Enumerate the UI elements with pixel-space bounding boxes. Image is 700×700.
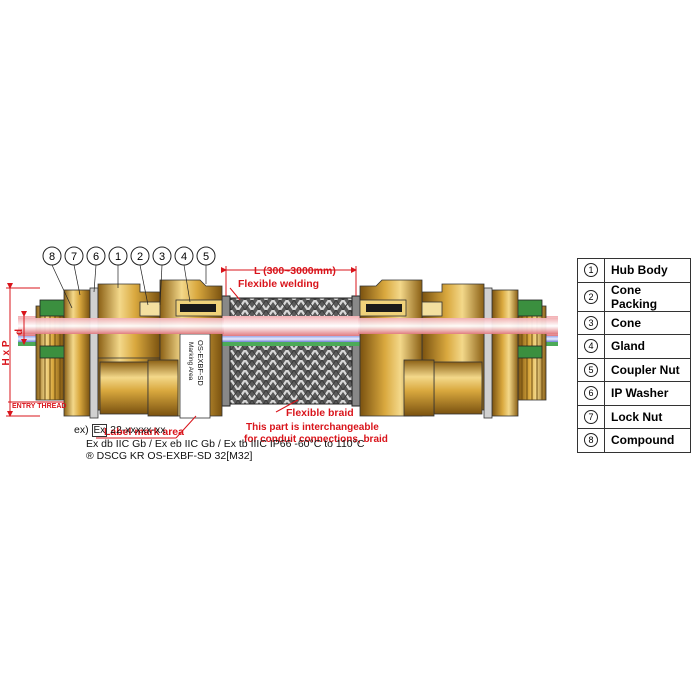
- legend-number: 4: [577, 334, 605, 359]
- svg-text:5: 5: [203, 251, 209, 263]
- braid-end-right: [351, 295, 361, 407]
- legend-number: 6: [577, 381, 605, 406]
- flexible-braid: [225, 297, 357, 405]
- callout-6: 6: [86, 246, 106, 293]
- legend-part-name: Hub Body: [604, 258, 691, 283]
- legend-number-circle: 8: [584, 433, 598, 448]
- legend-number: 3: [577, 310, 605, 335]
- lock-nut-left: [63, 289, 91, 417]
- legend-row: 5 Coupler Nut: [577, 357, 691, 382]
- interchangeable-line-1: This part is interchangeable: [246, 422, 379, 433]
- label-mark-area: Label mark area: [104, 426, 184, 438]
- legend-part-name: Coupler Nut: [604, 357, 691, 382]
- legend-number-circle: 4: [584, 339, 598, 354]
- legend-number: 5: [577, 357, 605, 382]
- callout-3: 3: [152, 246, 172, 306]
- cable-blue: [18, 336, 558, 342]
- legend-row: 8 Compound: [577, 428, 691, 453]
- legend-row: 4 Gland: [577, 334, 691, 359]
- callout-8: 8: [42, 246, 73, 309]
- legend-part-name: Cone Packing: [604, 281, 691, 312]
- certification-notes: ex) Ex 22-xxxxx-xx Ex db IIC Gb / Ex eb …: [74, 424, 364, 463]
- svg-text:1: 1: [115, 251, 121, 263]
- callout-7: 7: [64, 246, 84, 296]
- braid-end-left: [221, 295, 231, 407]
- legend-number-circle: 2: [584, 289, 598, 304]
- dimensions: [6, 266, 357, 439]
- legend-part-name: IP Washer: [604, 381, 691, 406]
- parts-legend: 1 Hub Body 2 Cone Packing 3 Cone 4 Gland 5 Couple…: [577, 258, 691, 453]
- callout-2: 2: [130, 246, 150, 306]
- notes-line-1: ex) Ex 22-xxxxx-xx: [74, 424, 166, 437]
- flexible-welding-label: Flexible welding: [238, 278, 319, 290]
- callout-4: 4: [174, 246, 194, 303]
- svg-text:7: 7: [71, 251, 77, 263]
- legend-number: 2: [577, 281, 605, 312]
- length-label: L (300~3000mm): [254, 265, 336, 277]
- callout-5: 5: [196, 246, 216, 284]
- legend-number: 1: [577, 258, 605, 283]
- registered-icon: ®: [86, 450, 94, 462]
- legend-row: 6 IP Washer: [577, 381, 691, 406]
- interchangeable-line-2: for conduit connections, braid: [244, 434, 388, 445]
- svg-text:4: 4: [181, 251, 187, 263]
- legend-number-circle: 1: [584, 263, 598, 278]
- legend-number-circle: 5: [584, 362, 598, 377]
- legend-part-name: Cone: [604, 310, 691, 335]
- right-fitting: [359, 279, 547, 419]
- legend-row: 3 Cone: [577, 310, 691, 335]
- legend-number-circle: 3: [584, 315, 598, 330]
- legend-number: 8: [577, 428, 605, 453]
- ip-washer-left: [89, 287, 99, 419]
- svg-text:2: 2: [137, 251, 143, 263]
- d-label: d: [14, 329, 25, 335]
- ex-mark-icon: Ex: [91, 424, 108, 437]
- label-tag: [179, 333, 211, 419]
- svg-text:8: 8: [49, 251, 55, 263]
- legend-row: 1 Hub Body: [577, 258, 691, 283]
- cable-green: [18, 342, 558, 346]
- legend-number: 7: [577, 404, 605, 429]
- legend-part-name: Lock Nut: [604, 404, 691, 429]
- notes-line-2: Ex db IIC Gb / Ex eb IIC Gb / Ex tb IIIC…: [86, 437, 365, 450]
- svg-text:3: 3: [159, 251, 165, 263]
- tag-marking: Marking Area: [187, 342, 194, 381]
- svg-text:6: 6: [93, 251, 99, 263]
- notes-line-3: ® DSCG KR OS-EXBF-SD 32[M32]: [86, 450, 253, 462]
- legend-part-name: Gland: [604, 334, 691, 359]
- entry-thread-label: ENTRY THREAD: [12, 403, 66, 410]
- hxp-label: H x P: [1, 340, 12, 365]
- callout-1: 1: [108, 246, 128, 288]
- flexible-braid-label: Flexible braid: [286, 407, 354, 419]
- legend-row: 2 Cone Packing: [577, 281, 691, 312]
- legend-row: 7 Lock Nut: [577, 404, 691, 429]
- callouts: 8 7 6 1 2 3 4 5: [42, 246, 216, 309]
- legend-number-circle: 6: [584, 386, 598, 401]
- tag-model: OS-EXBF-SD: [196, 340, 205, 386]
- legend-part-name: Compound: [604, 428, 691, 453]
- legend-number-circle: 7: [584, 409, 598, 424]
